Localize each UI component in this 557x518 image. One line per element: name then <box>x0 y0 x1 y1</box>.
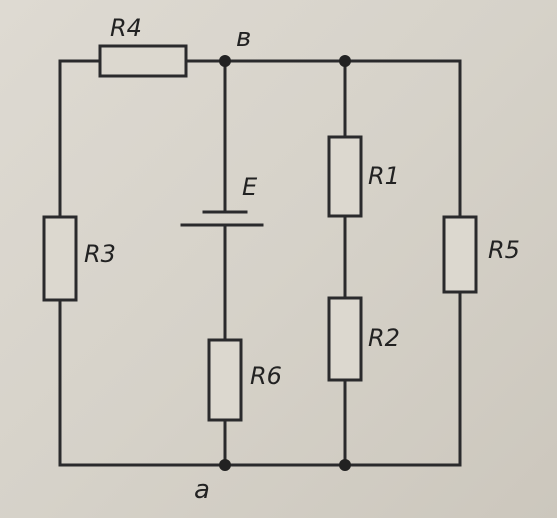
label-r3: R3 <box>84 240 116 268</box>
resistor-r5 <box>442 215 478 294</box>
label-node-a: a <box>194 475 210 505</box>
voltage-source-e <box>180 210 264 227</box>
node-b-dot <box>219 55 231 67</box>
node-a-dot <box>219 459 231 471</box>
label-e: E <box>242 173 258 201</box>
wires <box>58 59 462 467</box>
label-r1: R1 <box>368 162 400 190</box>
node-bottom-right-dot <box>339 459 351 471</box>
resistor-r2 <box>327 296 363 382</box>
label-r4: R4 <box>110 14 142 42</box>
node-top-right-dot <box>339 55 351 67</box>
label-r5: R5 <box>488 236 520 264</box>
resistor-r4 <box>98 44 188 78</box>
resistor-r1 <box>327 135 363 218</box>
resistor-r6 <box>207 338 243 422</box>
label-node-b: в <box>236 23 251 53</box>
resistor-r3 <box>42 215 78 302</box>
label-r6: R6 <box>250 362 282 390</box>
label-r2: R2 <box>368 324 400 352</box>
